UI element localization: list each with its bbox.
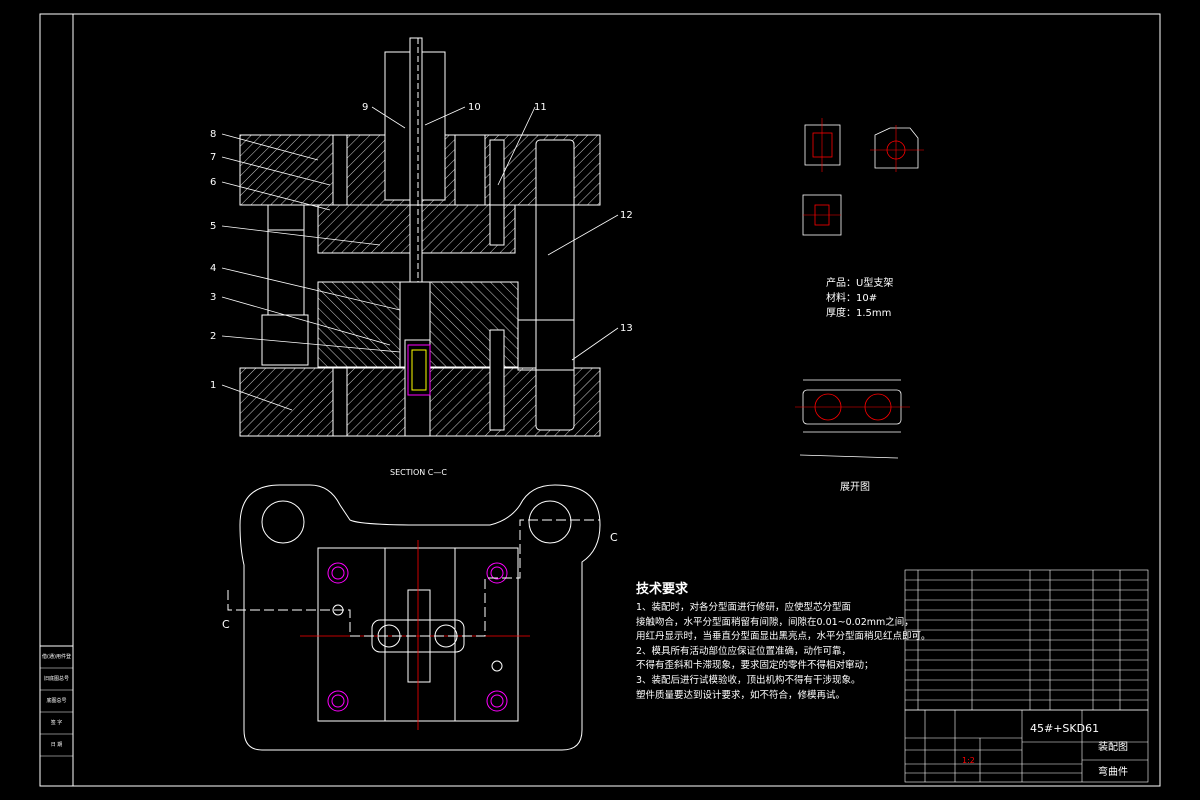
- callout-7: 7: [210, 152, 216, 163]
- side-panel-rows: [40, 667, 73, 757]
- side-panel-row: 签 字: [50, 720, 63, 726]
- guide-hole-left: [261, 500, 305, 544]
- side-panel-row: 日 期: [50, 742, 63, 748]
- drawing-type: 装配图: [1098, 740, 1128, 753]
- part-name: 弯曲件: [1098, 765, 1128, 778]
- product-name: 产品：U型支架: [826, 278, 894, 289]
- callout-4: 4: [210, 263, 216, 274]
- side-panel-row: 借(通)用件登记: [42, 654, 71, 660]
- inner-border: [72, 13, 1161, 787]
- side-panel: 借(通)用件登记 旧底图总号 底图总号 签 字 日 期: [40, 646, 73, 756]
- callout-1: 1: [210, 380, 216, 391]
- callout-numbers: 8 7 6 5 4 3 2 1 9 10 11 12 13: [210, 102, 633, 391]
- callout-5: 5: [210, 221, 216, 232]
- tech-req-line: 2、模具所有活动部位应保证位置准确，动作可靠，: [636, 645, 852, 657]
- leader-lines: [221, 106, 619, 411]
- guide-hole-right: [528, 500, 572, 544]
- bolt-holes: [327, 562, 508, 712]
- bom-table: [904, 569, 1149, 711]
- callout-3: 3: [210, 292, 216, 303]
- mold-plan-view: [227, 484, 601, 751]
- section-label: SECTION C—C: [390, 468, 447, 477]
- technical-requirements: 技术要求 1、装配时，对各分型面进行修研，应使型芯分型面 接触吻合，水平分型面稍…: [636, 578, 931, 703]
- guide-pillar-right: [535, 139, 575, 431]
- product-info: 产品：U型支架 材料：10# 厚度：1.5mm: [826, 276, 893, 321]
- tech-req-line: 不得有歪斜和卡滞现象，要求固定的零件不得相对窜动；: [636, 660, 874, 672]
- callout-12: 12: [620, 210, 633, 221]
- tech-req-line: 用红丹显示时，当垂直分型面显出黑亮点，水平分型面稍见红点即可。: [636, 631, 931, 643]
- tech-req-line: 1、装配时，对各分型面进行修研，应使型芯分型面: [636, 602, 852, 613]
- callout-11: 11: [534, 102, 547, 113]
- material-spec: 45#+SKD61: [1030, 722, 1099, 735]
- screw-upper: [489, 139, 505, 246]
- callout-2: 2: [210, 331, 216, 342]
- side-panel-row: 底图总号: [46, 698, 67, 704]
- part-detail-views: [795, 118, 924, 459]
- section-mark-left: C: [222, 618, 230, 631]
- guide-pillar-left: [267, 204, 305, 316]
- callout-9: 9: [362, 102, 368, 113]
- callout-10: 10: [468, 102, 481, 113]
- tech-req-line: 塑件质量要达到设计要求，如不符合，修模再试。: [636, 689, 846, 701]
- side-panel-row: 旧底图总号: [43, 676, 69, 682]
- screw-lower: [489, 329, 505, 431]
- scale: 1:2: [962, 756, 975, 765]
- tech-req-title: 技术要求: [636, 582, 689, 597]
- tech-req-line: 接触吻合，水平分型面稍留有间隙，间隙在0.01~0.02mm之间，: [636, 616, 914, 628]
- lower-plate-outline: [239, 484, 601, 751]
- product-material: 材料：10#: [826, 293, 878, 304]
- tech-req-line: 3、装配后进行试模验收，顶出机构不得有干涉现象。: [636, 674, 861, 686]
- title-block: [904, 709, 1149, 783]
- mold-section-view: [239, 37, 601, 437]
- callout-6: 6: [210, 177, 216, 188]
- callout-8: 8: [210, 129, 216, 140]
- callout-13: 13: [620, 323, 633, 334]
- unfolded-label: 展开图: [840, 481, 870, 493]
- side-panel-frame: [39, 645, 74, 787]
- product-thickness: 厚度：1.5mm: [826, 308, 892, 319]
- section-mark-right: C: [610, 531, 618, 544]
